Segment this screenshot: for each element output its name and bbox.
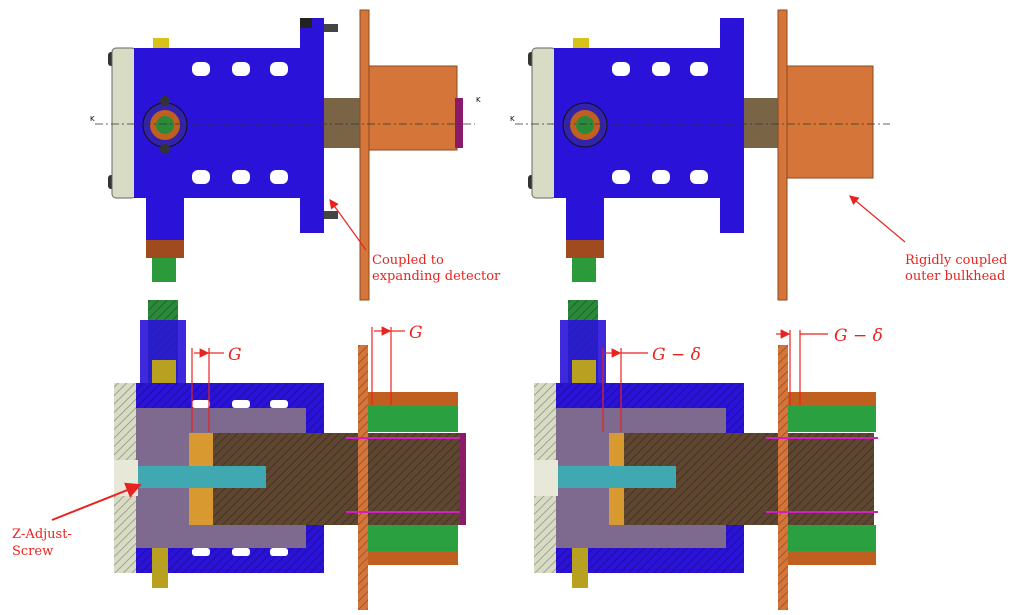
exterior-view-left: [108, 9, 463, 301]
rigid-label-2: outer bulkhead: [905, 269, 1005, 284]
rigid-label-1: Rigidly coupled: [905, 253, 1007, 268]
end-plate: [111, 47, 137, 199]
z-adjust-screw: [136, 466, 266, 488]
gap-label-left-2: G: [409, 323, 423, 343]
bulkhead-plate: [359, 9, 370, 301]
gap-label-left-1: G: [228, 345, 242, 365]
screw-label-1: Z-Adjust-: [12, 527, 72, 542]
exterior-view-right: [528, 9, 874, 301]
section-view-right: [534, 300, 878, 610]
bulkhead-box: [368, 65, 458, 151]
section-marker-left: K: [90, 115, 95, 123]
screw-label-2: Screw: [12, 544, 53, 559]
coupled-label-1: Coupled to: [372, 253, 444, 268]
section-marker-right: K: [510, 115, 515, 123]
coupling-tube: [324, 98, 362, 148]
gap-label-right-2: G − δ: [834, 326, 883, 346]
section-marker-left-end: K: [476, 96, 481, 104]
gap-label-right-1: G − δ: [652, 345, 701, 365]
dimension-lines: [51, 195, 906, 521]
coupled-label-2: expanding detector: [372, 269, 501, 284]
section-view-left: [114, 300, 466, 610]
